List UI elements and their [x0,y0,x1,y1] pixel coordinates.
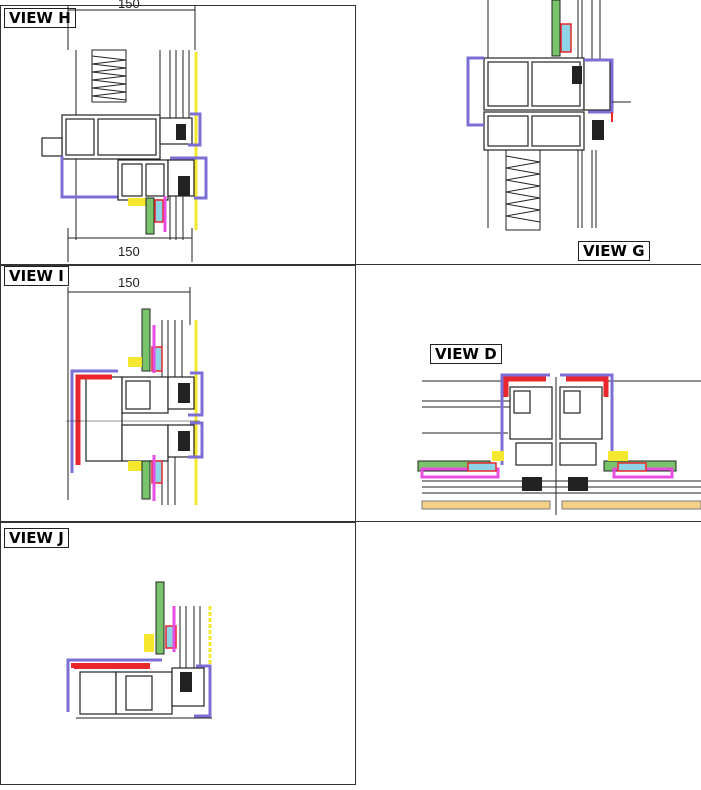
view-g-label: VIEW G [578,241,650,261]
view-i-dim-top: 150 [118,275,140,290]
view-h-panel: VIEW H 150 [0,0,356,265]
view-j-drawing [66,581,212,719]
view-i-panel: VIEW I 150 [0,265,356,522]
view-i-frame [0,265,356,522]
view-g-frame-bottom [356,264,701,265]
view-d-frame-bottom [356,521,701,522]
view-j-frame [0,522,356,785]
view-g-drawing [466,0,631,231]
view-h-dim-top: 150 [118,0,140,11]
view-h-dim-bottom: 150 [118,244,140,259]
view-d-panel: VIEW D [356,265,701,522]
view-i-label: VIEW I [4,266,69,286]
view-h-label: VIEW H [4,8,76,28]
view-i-drawing: 150 [66,275,204,505]
view-g-panel: VIEW G [356,0,701,265]
view-j-label: VIEW J [4,528,69,548]
view-d-drawing [417,373,701,515]
view-h-drawing: 150 [41,0,208,262]
view-h-frame [0,5,356,265]
view-j-panel: VIEW J [0,522,356,785]
view-d-label: VIEW D [430,344,502,364]
